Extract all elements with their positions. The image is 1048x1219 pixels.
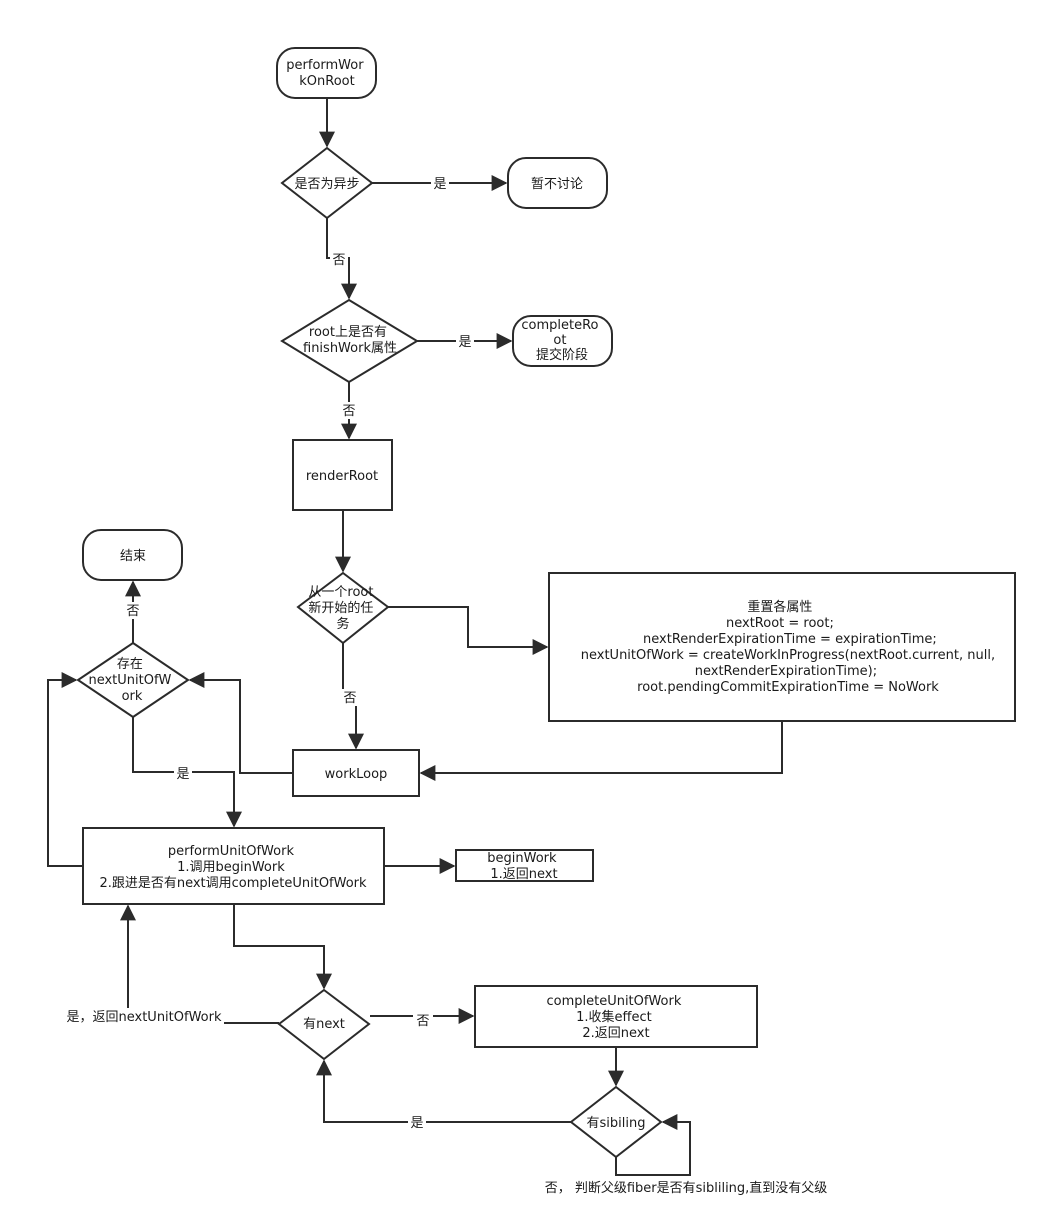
node-text: nextUnitOfWork = createWorkInProgress(ne… — [581, 648, 995, 663]
node-text: nextRenderExpirationTime); — [695, 664, 877, 679]
node-text: 有sibiling — [587, 1116, 646, 1131]
node-text: completeUnitOfWork — [546, 994, 681, 1009]
label-sibling-yes: 是 — [410, 1116, 423, 1131]
node-text: 有next — [303, 1017, 345, 1032]
node-text: nextUnitOfW — [88, 673, 171, 688]
svg-text:存在 nextUnitOfW ork: 存在 nextUnitOfW ork — [88, 657, 175, 704]
svg-text:completeUnitOfWork 1.收集e: completeUnitOfWork 1.收集effect 2.返回next — [546, 994, 685, 1041]
decision-has-sibling: 有sibiling — [569, 1085, 663, 1159]
node-text: nextRenderExpirationTime = expirationTim… — [643, 632, 937, 647]
node-text: performUnitOfWork — [168, 844, 295, 859]
connectors — [47, 98, 783, 1176]
node-text: kOnRoot — [299, 74, 354, 89]
decision-is-async: 是否为异步 — [280, 146, 374, 220]
node-text: root.pendingCommitExpirationTime = NoWor… — [637, 680, 939, 695]
process-perform-unit-of-work: performUnitOfWork 1.调用beginWork 2.跟进是否有n… — [82, 827, 385, 905]
node-text: 务 — [336, 616, 349, 632]
edge-hassibling-to-hasnext — [316, 1059, 571, 1123]
node-text: 1.收集effect — [576, 1009, 652, 1025]
label-async-no: 否 — [332, 253, 345, 268]
node-perform-work-on-root: performWor kOnRoot — [276, 47, 377, 99]
node-text: workLoop — [325, 767, 388, 782]
label-async-yes: 是 — [433, 177, 446, 192]
node-text: completeRo — [521, 318, 598, 333]
svg-text:performUnitOfWork 1.调用be: performUnitOfWork 1.调用beginWork 2.跟进是否有n… — [99, 844, 367, 891]
svg-text:beginWork 1.返回next: beginWork 1.返回next — [487, 851, 560, 882]
node-text: 存在 — [117, 657, 143, 672]
node-end: 结束 — [82, 529, 183, 581]
node-text: 提交阶段 — [536, 347, 588, 363]
decision-root-finish-work: root上是否有 finishWork属性 — [280, 298, 419, 384]
edge-hassibling-loop — [615, 1114, 691, 1176]
node-text: nextRoot = root; — [726, 616, 834, 631]
svg-text:root上是否有 finishWork属性: root上是否有 finishWork属性 — [303, 325, 397, 356]
edge-performunit-to-hasnext — [233, 904, 332, 990]
node-text: 是否为异步 — [294, 177, 359, 192]
decision-has-next-unit-of-work: 存在 nextUnitOfW ork — [76, 641, 190, 719]
edge-newtask-to-reset — [388, 606, 549, 655]
process-reset-props: 重置各属性 nextRoot = root; nextRenderExpirat… — [548, 572, 1016, 722]
svg-text:completeRo ot 提交阶段: completeRo ot 提交阶段 — [521, 318, 602, 363]
edge-reset-to-workloop — [419, 721, 783, 781]
edge-performunit-to-hasnextunit — [47, 672, 83, 867]
node-text: finishWork属性 — [303, 341, 397, 356]
process-work-loop: workLoop — [292, 749, 420, 797]
node-text: 1.调用beginWork — [177, 860, 285, 875]
decision-has-next: 有next — [277, 988, 371, 1061]
edge-hasnext-to-performunit — [120, 904, 279, 1024]
label-unit-yes: 是 — [176, 767, 189, 782]
label-finish-no: 否 — [342, 404, 355, 419]
svg-text:从一个root 新开始的任 务: 从一个root 新开始的任 务 — [308, 585, 377, 632]
svg-text:performWor kOnRoot: performWor kOnRoot — [286, 58, 367, 89]
process-begin-work: beginWork 1.返回next — [455, 849, 594, 882]
edge-workloop-to-hasnextunit — [188, 672, 293, 774]
node-not-discussed: 暂不讨论 — [507, 157, 608, 209]
node-text: ot — [553, 333, 566, 348]
node-text: 暂不讨论 — [531, 177, 583, 192]
node-text: 重置各属性 — [747, 599, 812, 615]
node-text: performWor — [286, 58, 364, 73]
decision-new-task-from-root: 从一个root 新开始的任 务 — [296, 571, 390, 645]
node-text: renderRoot — [306, 469, 378, 484]
node-text: root上是否有 — [309, 325, 387, 340]
label-return-next-unit: 是，返回nextUnitOfWork — [67, 1010, 222, 1025]
node-complete-root: completeRo ot 提交阶段 — [512, 315, 613, 367]
node-text: 结束 — [120, 549, 146, 564]
process-complete-unit-of-work: completeUnitOfWork 1.收集effect 2.返回next — [474, 985, 758, 1048]
edge-labels: 是 否 是 否 否 否 是 否 是，返回nextUnitOfWork 是 否， … — [64, 175, 827, 1196]
node-text: 2.跟进是否有next调用completeUnitOfWork — [99, 876, 367, 891]
node-text: 新开始的任 — [308, 600, 373, 616]
node-text: ork — [122, 689, 143, 704]
node-text: 2.返回next — [582, 1026, 649, 1041]
label-has-next-no: 否 — [416, 1014, 429, 1029]
label-sibling-no: 否， 判断父级fiber是否有sibliling,直到没有父级 — [545, 1181, 828, 1196]
process-render-root: renderRoot — [292, 439, 393, 511]
label-finish-yes: 是 — [458, 335, 471, 350]
label-new-task-no: 否 — [343, 691, 356, 706]
node-text: 1.返回next — [490, 867, 557, 882]
node-text: beginWork — [487, 851, 557, 866]
svg-text:重置各属性 nextRoot = root;: 重置各属性 nextRoot = root; nextRenderExpirat… — [581, 599, 999, 695]
node-text: 从一个root — [308, 585, 373, 600]
label-unit-no: 否 — [126, 604, 139, 619]
